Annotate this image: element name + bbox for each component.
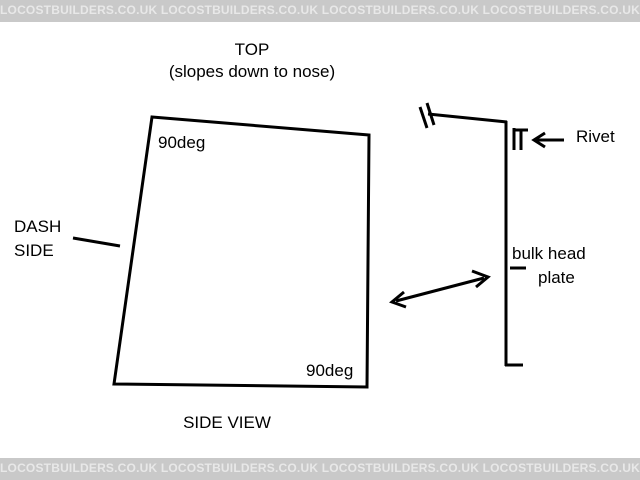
top-panel-line [427,112,508,124]
watermark-banner-top: LOCOSTBUILDERS.CO.UK LOCOSTBUILDERS.CO.U… [0,0,640,22]
bulkhead-section [418,102,528,367]
top-label: TOP [235,40,270,59]
angle-top-label: 90deg [158,133,205,152]
watermark-banner-bottom: LOCOSTBUILDERS.CO.UK LOCOSTBUILDERS.CO.U… [0,458,640,480]
view-label: SIDE VIEW [183,413,271,432]
bulkhead-label-line2: plate [538,268,575,287]
rivet-label: Rivet [576,127,615,146]
dash-side-leader [72,236,121,248]
watermark-text: LOCOSTBUILDERS.CO.UK LOCOSTBUILDERS.CO.U… [0,3,640,17]
rivet-arrow-icon [531,131,564,149]
bulkhead-label-line1: bulk head [512,244,586,263]
break-mark [418,106,429,129]
side-label: SIDE [14,241,54,260]
angle-bottom-label: 90deg [306,361,353,380]
top-note-label: (slopes down to nose) [169,62,335,81]
double-arrow-icon [389,269,491,309]
watermark-text: LOCOSTBUILDERS.CO.UK LOCOSTBUILDERS.CO.U… [0,461,640,475]
side-panel-outline [112,115,371,389]
dash-label: DASH [14,217,61,236]
